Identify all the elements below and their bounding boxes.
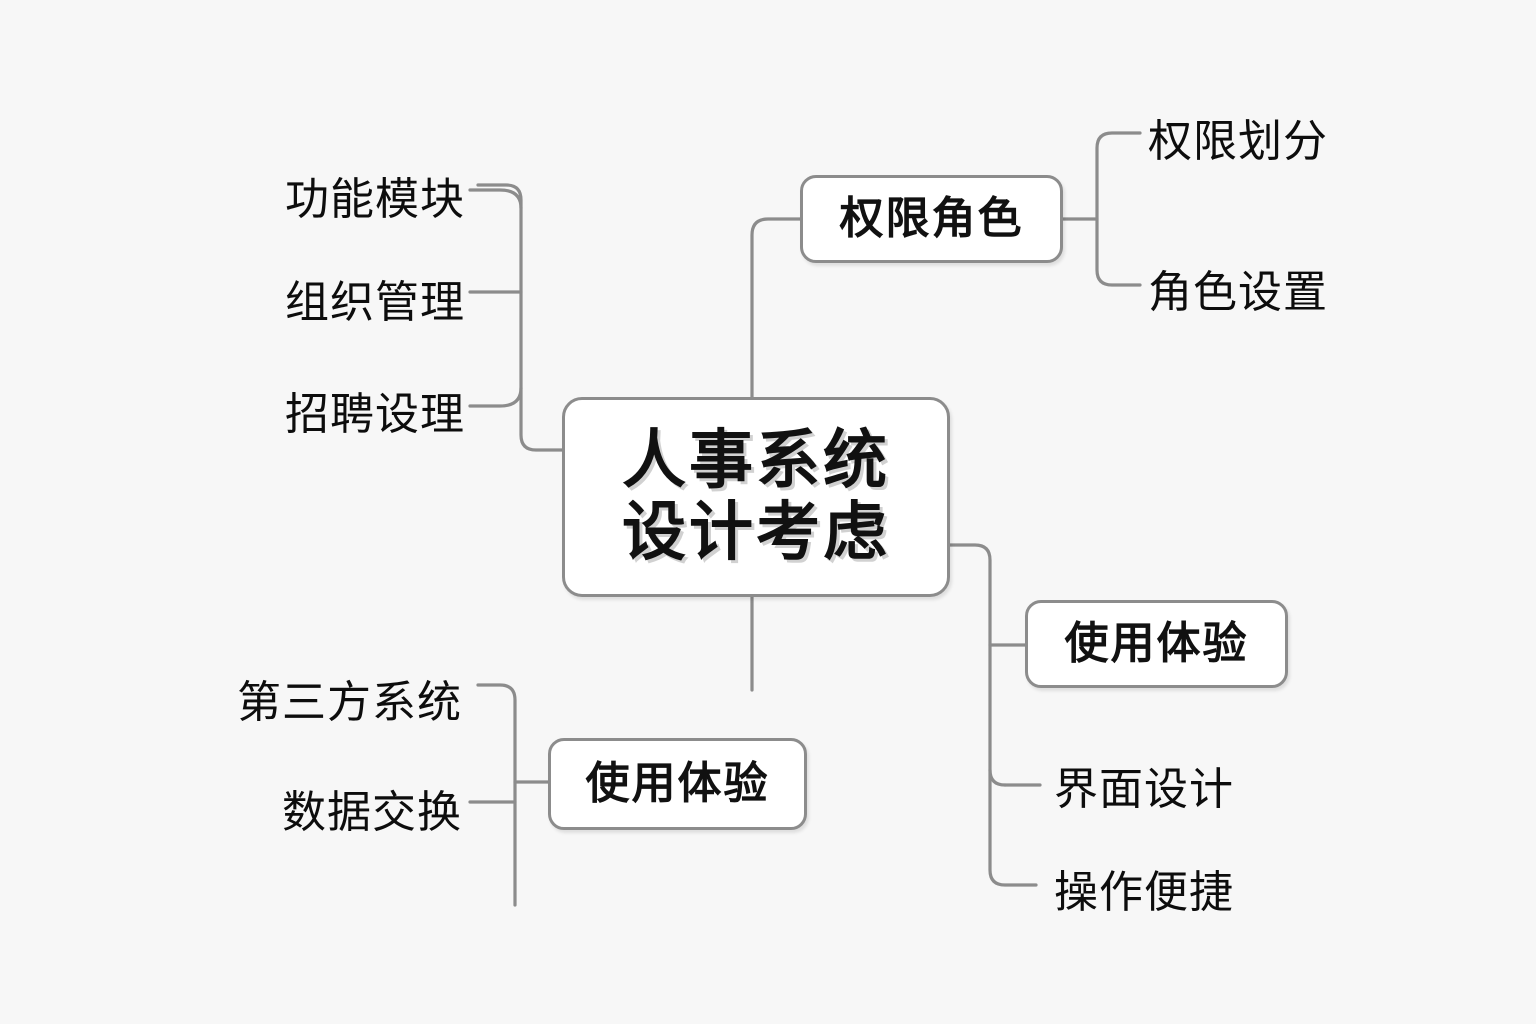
connector-permission-child-spine	[1095, 131, 1142, 287]
connector-root-to-right-spine	[947, 543, 1038, 887]
leaf-third-party-system[interactable]: 第三方系统	[237, 678, 462, 727]
connector-root-to-permission-role	[750, 217, 802, 399]
root-node-line2: 设计考虑	[622, 496, 890, 568]
branch-node-user-experience-bottom[interactable]: 使用体验	[548, 738, 807, 830]
connector-left-spine	[476, 183, 564, 452]
connector-left-leaf-function	[468, 188, 523, 210]
branch-node-user-experience-right-label: 使用体验	[1064, 619, 1249, 669]
root-node[interactable]: 人事系统 设计考虑	[562, 397, 950, 597]
leaf-recruit-setting[interactable]: 招聘设理	[285, 390, 465, 439]
branch-node-user-experience-bottom-label: 使用体验	[585, 759, 770, 809]
connector-left-leaf-recruit	[468, 386, 523, 408]
branch-node-permission-role-label: 权限角色	[839, 194, 1024, 244]
leaf-permission-division[interactable]: 权限划分	[1148, 117, 1328, 166]
branch-node-user-experience-right[interactable]: 使用体验	[1025, 600, 1288, 688]
branch-node-permission-role[interactable]: 权限角色	[800, 175, 1063, 263]
leaf-org-management[interactable]: 组织管理	[285, 278, 465, 327]
leaf-function-module[interactable]: 功能模块	[285, 175, 465, 224]
root-node-line1: 人事系统	[622, 424, 890, 497]
leaf-role-setting[interactable]: 角色设置	[1148, 268, 1328, 317]
connector-bottom-spine	[476, 683, 517, 907]
connector-right-leaf-ui	[988, 768, 1007, 787]
leaf-ui-design[interactable]: 界面设计	[1054, 765, 1234, 814]
leaf-data-exchange[interactable]: 数据交换	[282, 788, 462, 837]
leaf-easy-operation[interactable]: 操作便捷	[1054, 868, 1234, 917]
